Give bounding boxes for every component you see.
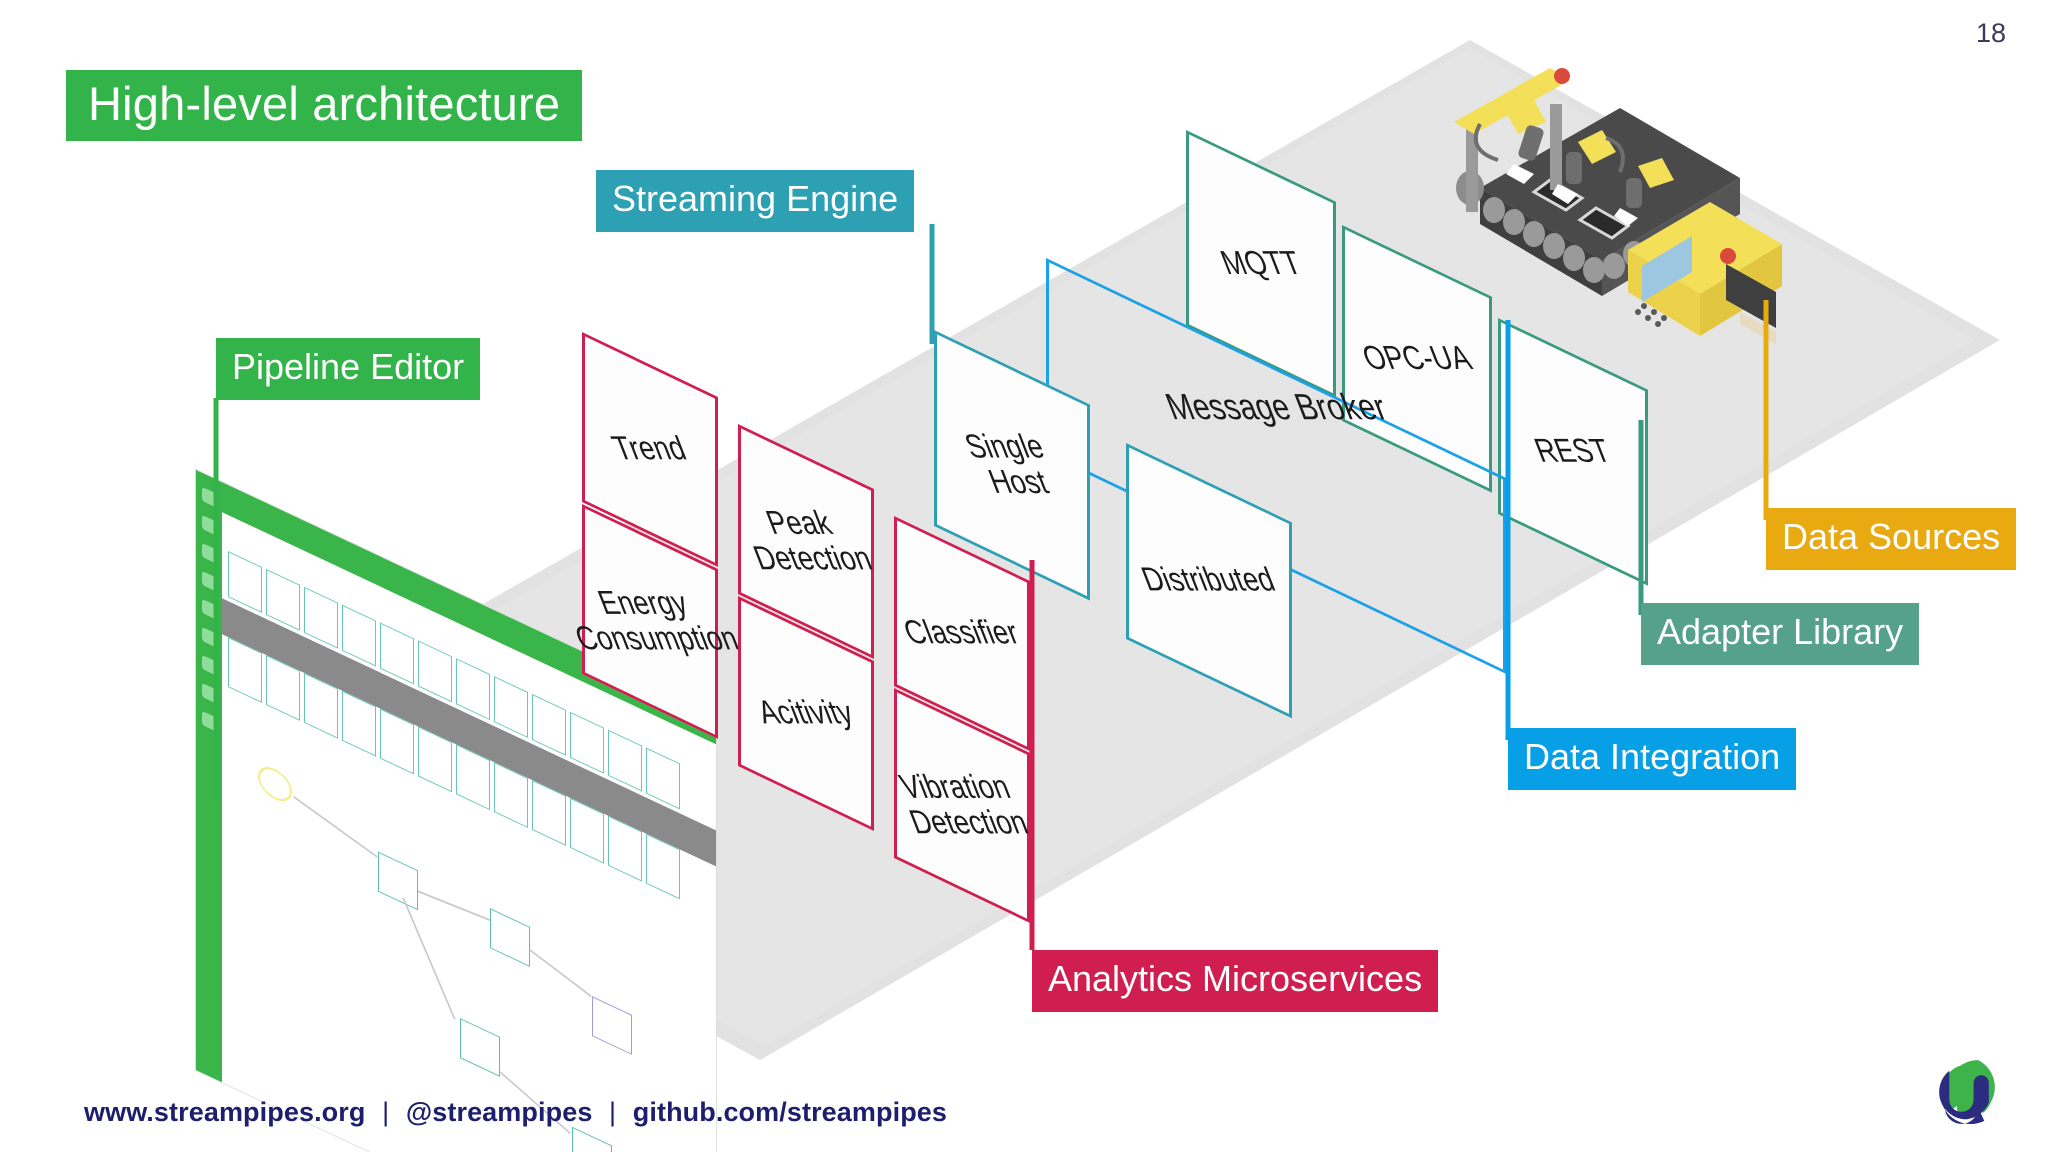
rail-icon[interactable] bbox=[202, 486, 216, 508]
streampipes-logo bbox=[1939, 1060, 1995, 1125]
callout-data-integration[interactable]: Data Integration bbox=[1508, 728, 1797, 790]
rail-icon[interactable] bbox=[202, 514, 216, 536]
adapter-card-label: MQTT bbox=[1215, 244, 1307, 282]
rail-icon[interactable] bbox=[202, 542, 216, 564]
analytics-card-label: Acitivity bbox=[752, 694, 859, 732]
adapter-card-label: OPC-UA bbox=[1356, 339, 1477, 377]
factory-illustration bbox=[1454, 68, 1782, 344]
rail-icon[interactable] bbox=[202, 570, 216, 592]
callout-adapter-library[interactable]: Adapter Library bbox=[1641, 603, 1920, 665]
pipeline-processor-node[interactable] bbox=[378, 851, 418, 911]
callout-label: Pipeline Editor bbox=[232, 346, 465, 387]
message-broker-label: Message Broker bbox=[1159, 385, 1393, 428]
callout-label: Data Sources bbox=[1782, 516, 2001, 557]
pipeline-edge bbox=[529, 948, 592, 998]
footer-github[interactable]: github.com/streampipes bbox=[632, 1097, 948, 1127]
pipeline-source-node[interactable] bbox=[258, 761, 292, 808]
rail-icon[interactable] bbox=[202, 654, 216, 676]
rail-icon[interactable] bbox=[202, 626, 216, 648]
pipeline-edge bbox=[418, 890, 492, 922]
rail-icon[interactable] bbox=[202, 598, 216, 620]
pipeline-sink-node[interactable] bbox=[592, 996, 632, 1055]
callout-pipeline-editor[interactable]: Pipeline Editor bbox=[216, 338, 481, 400]
analytics-card-label: Vibration Detection bbox=[894, 768, 1033, 842]
footer-twitter[interactable]: @streampipes bbox=[405, 1097, 593, 1127]
rail-icon[interactable] bbox=[202, 682, 216, 704]
analytics-card-label: Trend bbox=[607, 430, 692, 468]
pipeline-processor-node[interactable] bbox=[460, 1018, 500, 1077]
footer: www.streampipes.org | @streampipes | git… bbox=[84, 1097, 947, 1128]
analytics-card-label: Energy Consumption bbox=[569, 584, 744, 658]
callout-data-sources[interactable]: Data Sources bbox=[1766, 508, 2017, 570]
slide-number: 18 bbox=[1975, 18, 2006, 48]
pipeline-processor-node[interactable] bbox=[572, 1126, 612, 1152]
pipeline-processor-node[interactable] bbox=[490, 908, 530, 967]
rail-icon[interactable] bbox=[202, 710, 216, 732]
callout-label: Streaming Engine bbox=[612, 178, 899, 219]
editor-sidebar-rail[interactable] bbox=[196, 470, 222, 1083]
analytics-card-label: Classifier bbox=[898, 614, 1025, 652]
callout-label: Adapter Library bbox=[1657, 611, 1904, 652]
pipeline-edge bbox=[402, 897, 456, 1020]
adapter-card-label: REST bbox=[1529, 432, 1616, 470]
pipeline-edge bbox=[293, 796, 378, 858]
callout-streaming-engine[interactable]: Streaming Engine bbox=[596, 170, 915, 232]
streaming-card-label: Distributed bbox=[1136, 561, 1281, 599]
page-title: High-level architecture bbox=[66, 70, 583, 142]
footer-separator: | bbox=[382, 1097, 390, 1127]
footer-separator: | bbox=[609, 1097, 617, 1127]
analytics-card-label: Peak Detection bbox=[748, 504, 877, 578]
footer-website[interactable]: www.streampipes.org bbox=[84, 1097, 366, 1127]
streaming-card-label: Single Host bbox=[959, 428, 1054, 501]
callout-label: Data Integration bbox=[1524, 736, 1781, 777]
callout-analytics-microservices[interactable]: Analytics Microservices bbox=[1032, 950, 1439, 1012]
callout-label: Analytics Microservices bbox=[1048, 958, 1423, 999]
